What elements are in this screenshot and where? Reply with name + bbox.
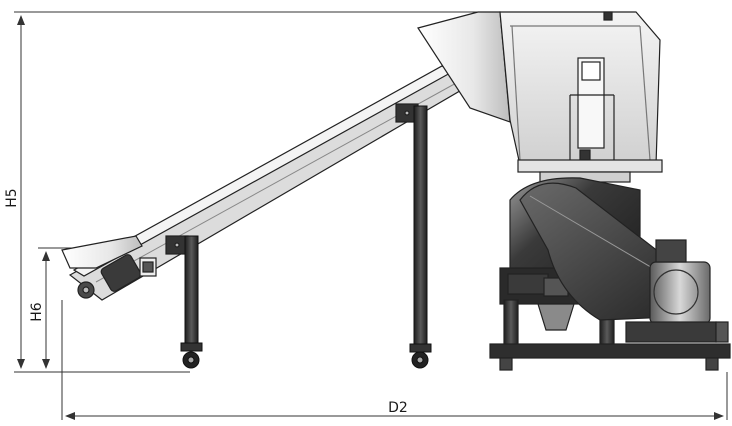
conveyor-drive-motor [77,254,157,299]
main-motor [625,239,729,343]
caster-wheel-icon [182,351,200,369]
front-leg [184,235,199,345]
granulator-hopper [417,11,663,183]
discharge-cone [537,303,575,331]
motor-icon [649,261,711,325]
rear-leg [413,105,428,347]
belt-conveyor [61,65,472,301]
h6-label: H6 [29,302,45,322]
hopper-base-plate [517,159,663,173]
caster-wheel-icon [411,351,429,369]
conveyor-legs [180,105,432,369]
base-rail [489,343,731,359]
h5-label: H5 [4,188,20,207]
dimension-lines [14,11,728,420]
d2-label: D2 [388,400,408,416]
feed-hopper [61,235,143,269]
granulator-body [489,177,731,371]
